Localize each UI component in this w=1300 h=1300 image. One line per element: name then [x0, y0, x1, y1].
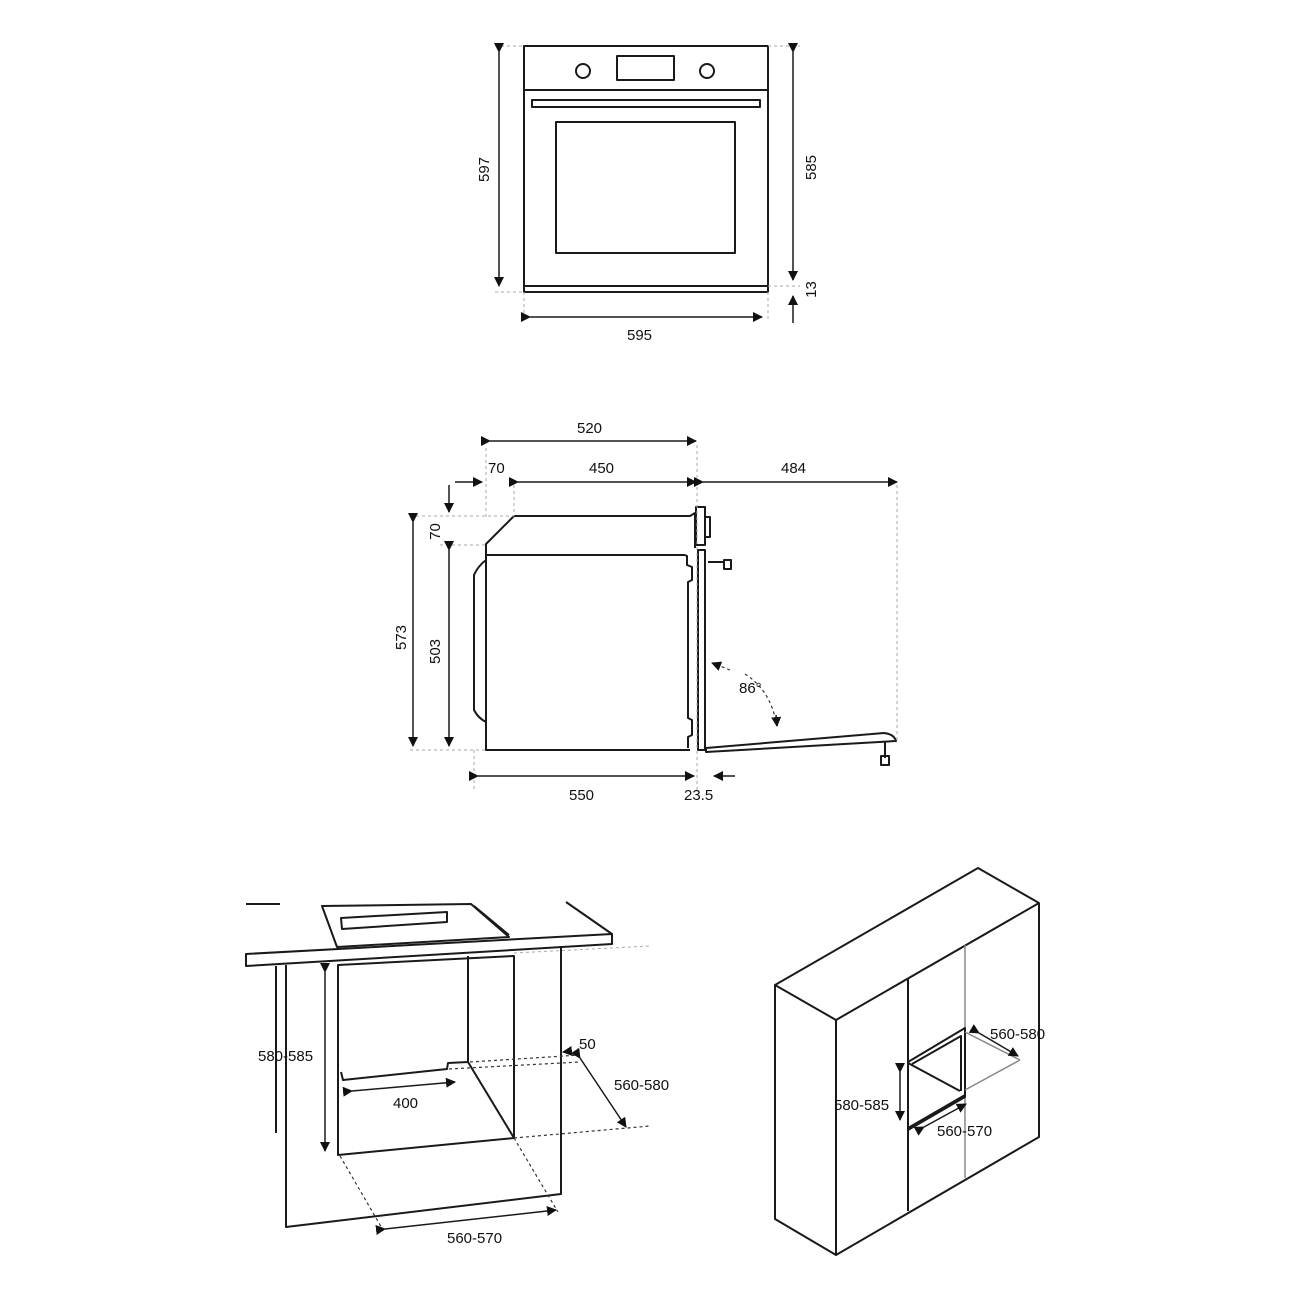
side-top-step-label: 70: [426, 523, 444, 540]
undercounter-vent-opening-label: 400: [393, 1095, 419, 1112]
right-knob-icon: [699, 63, 715, 79]
column-niche-width-label: 560-570: [937, 1123, 993, 1140]
front-width-label: 595: [627, 327, 653, 344]
undercounter-niche-height-label: 580-585: [258, 1048, 314, 1065]
front-base-offset-label: 13: [802, 281, 820, 298]
door-handle: [531, 99, 761, 108]
undercounter-niche-depth-label: 560-580: [614, 1077, 670, 1094]
undercounter-install: [245, 901, 651, 1235]
side-base-depth-label: 550: [569, 787, 595, 804]
display-panel: [616, 55, 675, 81]
door-window: [555, 121, 736, 254]
side-body-height-label: 503: [427, 638, 445, 665]
undercounter-niche-width-label: 560-570: [447, 1230, 503, 1247]
front-height-label: 597: [476, 156, 494, 183]
front-body-height-label: 585: [803, 154, 821, 181]
side-door-reach-label: 484: [781, 460, 807, 477]
side-door-angle-label: 86°: [739, 680, 762, 697]
side-depth-top-label: 520: [577, 420, 603, 437]
undercounter-rear-gap-label: 50: [579, 1036, 596, 1053]
column-niche-height-label: 580-585: [834, 1097, 890, 1114]
side-body-depth-label: 450: [589, 460, 615, 477]
column-install: [774, 867, 1040, 1256]
side-view-oven: [408, 436, 898, 790]
left-knob-icon: [575, 63, 591, 79]
front-view-oven: [494, 43, 800, 323]
side-top-recess-label: 70: [488, 460, 505, 477]
column-niche-depth-label: 560-580: [990, 1026, 1046, 1043]
side-total-height-label: 573: [393, 624, 411, 651]
side-door-thickness-label: 23.5: [684, 787, 714, 804]
